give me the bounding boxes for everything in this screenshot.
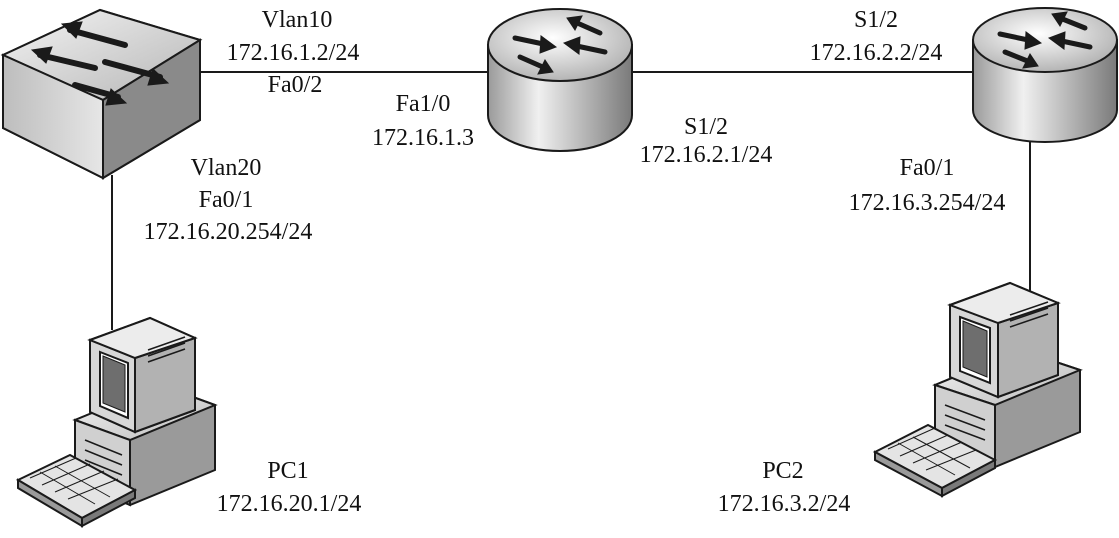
- router1-fa10-ip: 172.16.1.3: [372, 125, 474, 151]
- switch-vlan20-name: Vlan20: [191, 155, 262, 181]
- router1-s12-ip: 172.16.2.1/24: [640, 142, 773, 168]
- switch-vlan10-ip: 172.16.1.2/24: [227, 40, 360, 66]
- router1-fa10-port: Fa1/0: [396, 91, 451, 117]
- pc2-name: PC2: [762, 458, 803, 484]
- multilayer-switch-icon: [0, 8, 203, 180]
- switch-vlan20-ip: 172.16.20.254/24: [144, 219, 313, 245]
- pc1-ip: 172.16.20.1/24: [217, 491, 362, 517]
- switch-vlan20-port: Fa0/1: [199, 187, 254, 213]
- router2-fa01-ip: 172.16.3.254/24: [849, 190, 1006, 216]
- switch-vlan10-name: Vlan10: [262, 7, 333, 33]
- labels: Vlan10 172.16.1.2/24 Fa0/2 Fa1/0 172.16.…: [144, 7, 1006, 517]
- router-icon: [972, 7, 1118, 143]
- links: [111, 71, 1031, 330]
- desktop-pc-icon: [872, 281, 1083, 498]
- pc2-ip: 172.16.3.2/24: [718, 491, 851, 517]
- router2-fa01-port: Fa0/1: [900, 155, 955, 181]
- switch-vlan10-port: Fa0/2: [268, 72, 323, 98]
- router-icon: [487, 8, 633, 152]
- router1-s12-port: S1/2: [684, 114, 728, 140]
- pc1-name: PC1: [267, 458, 308, 484]
- desktop-pc-icon: [15, 316, 218, 528]
- router2-s12-ip: 172.16.2.2/24: [810, 40, 943, 66]
- router2-s12-port: S1/2: [854, 7, 898, 33]
